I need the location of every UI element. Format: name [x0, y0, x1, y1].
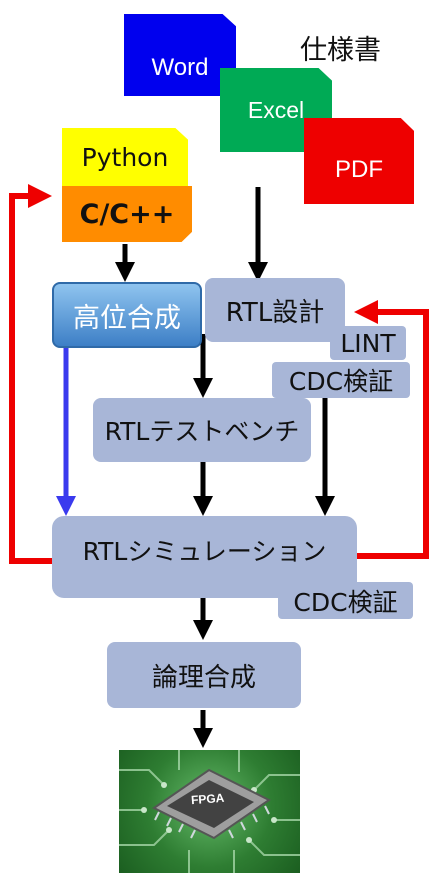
logic-synthesis-label: 論理合成: [151, 662, 256, 693]
lint-label: LINT: [340, 328, 396, 358]
pdf-document-icon: PDF: [304, 118, 414, 204]
rtl-simulation-label: RTLシミュレーション: [82, 537, 327, 566]
python-block: Python: [62, 128, 188, 186]
excel-label: Excel: [247, 96, 305, 123]
pdf-label: PDF: [335, 156, 383, 183]
lint-tag: LINT: [330, 326, 406, 360]
fpga-chip-image: FPGA: [119, 750, 300, 873]
word-label: Word: [151, 54, 209, 81]
rtl-testbench-label: RTLテストベンチ: [104, 417, 300, 446]
hls-node: 高位合成: [52, 282, 202, 348]
circuit-board-icon: [119, 750, 300, 873]
rtl-design-node: RTL設計: [205, 278, 345, 342]
c-cpp-block: C/C++: [62, 186, 192, 242]
word-document-icon: Word: [124, 14, 236, 96]
specification-label: 仕様書: [300, 35, 381, 66]
python-label: Python: [81, 142, 169, 172]
fpga-label: FPGA: [190, 790, 225, 808]
logic-synthesis-node: 論理合成: [107, 642, 301, 708]
c-cpp-label: C/C++: [79, 198, 175, 230]
feedback-arrow-left: [9, 184, 52, 564]
cdc-check-tag-1: CDC検証: [272, 362, 410, 398]
cdc-check-label-2: CDC検証: [293, 587, 398, 617]
cdc-check-tag-2: CDC検証: [278, 582, 413, 619]
rtl-testbench-node: RTLテストベンチ: [93, 398, 311, 462]
rtl-design-label: RTL設計: [225, 297, 325, 328]
hls-label: 高位合成: [73, 302, 181, 334]
feedback-arrow-right: [354, 300, 429, 559]
cdc-check-label-1: CDC検証: [288, 367, 394, 396]
